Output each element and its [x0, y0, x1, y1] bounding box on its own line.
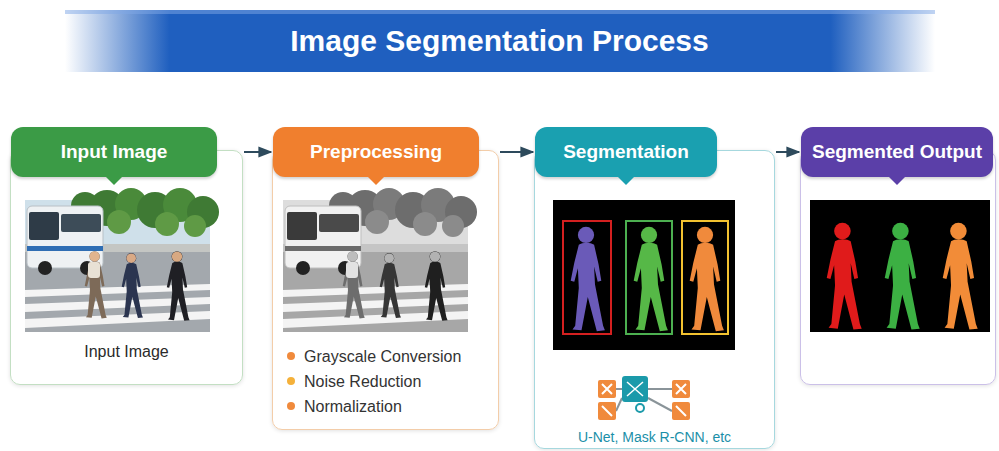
- person-mask: [827, 223, 862, 330]
- street-photo: [25, 188, 219, 332]
- bounding-box: [626, 221, 672, 334]
- icon-square: [672, 380, 690, 398]
- person-mask: [571, 227, 605, 331]
- icon-link: [648, 388, 672, 390]
- process-card: Input ImageInput Image: [10, 150, 243, 385]
- icon-cross: [676, 406, 686, 416]
- stage-header: Preprocessing: [273, 127, 479, 177]
- process-card: SegmentationU-Net, Mask R-CNN, etc: [534, 150, 775, 449]
- icon-square: [672, 402, 690, 420]
- mask-ground: [553, 200, 735, 350]
- step-bullet: Noise Reduction: [273, 369, 498, 394]
- person-mask: [885, 223, 920, 330]
- icon-square: [598, 402, 616, 420]
- person-mask: [634, 227, 668, 331]
- flow-arrow: [500, 151, 533, 153]
- icon-cross: [676, 384, 686, 394]
- icon-link: [616, 388, 622, 390]
- bounding-box: [682, 221, 728, 334]
- person-mask: [690, 227, 724, 331]
- bounding-box: [563, 221, 611, 334]
- diagram-title: Image Segmentation Process: [0, 22, 999, 60]
- stage-header: Input Image: [11, 127, 217, 177]
- step-bullet: Normalization: [273, 394, 498, 419]
- stage-header: Segmentation: [535, 127, 717, 177]
- icon-network-lines: [627, 382, 643, 396]
- icon-link: [648, 398, 672, 411]
- icon-cross: [602, 384, 612, 394]
- stage-header: Segmented Output: [801, 127, 993, 177]
- segmentation-panel: [553, 200, 735, 350]
- icon-node: [636, 404, 644, 412]
- flow-arrow: [244, 151, 271, 153]
- process-card: PreprocessingGrayscale ConversionNoise R…: [272, 150, 499, 430]
- flow-arrow: [776, 151, 799, 153]
- title-band-highlight: [65, 10, 935, 14]
- person-mask: [943, 223, 978, 330]
- process-card: Segmented Output: [800, 150, 996, 385]
- step-bullet: Grayscale Conversion: [273, 344, 498, 369]
- method-note: U-Net, Mask R-CNN, etc: [535, 428, 774, 446]
- icon-square: [598, 380, 616, 398]
- icon-link: [616, 398, 622, 411]
- mask-ground: [810, 200, 990, 332]
- icon-cross: [602, 406, 612, 416]
- image-caption: Input Image: [11, 343, 242, 361]
- icon-network: [622, 376, 648, 402]
- model-icon: [598, 376, 690, 420]
- grayscale-photo: [283, 188, 477, 332]
- output-panel: [810, 200, 990, 332]
